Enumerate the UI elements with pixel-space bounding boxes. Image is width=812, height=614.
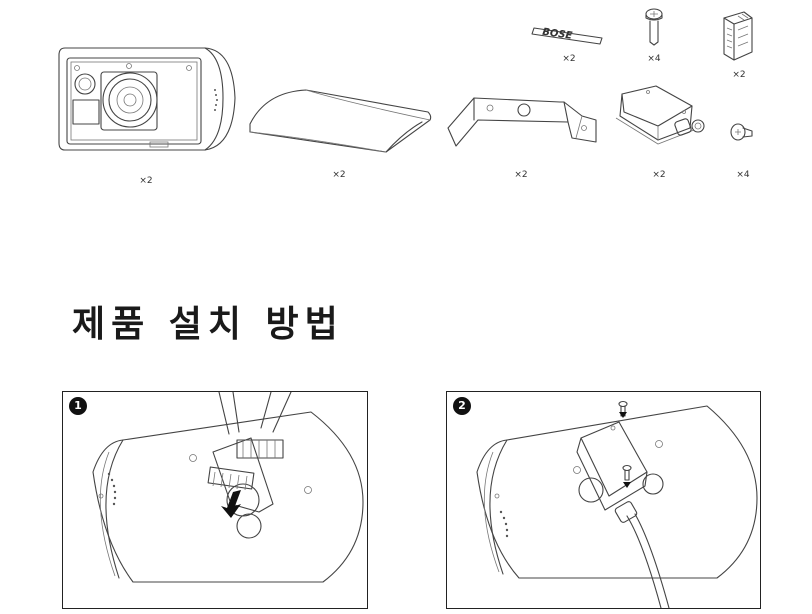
qty-speaker: ×2	[139, 176, 153, 186]
step-1-illustration	[92, 392, 364, 583]
qty-grille-cover: ×2	[332, 170, 346, 180]
step-1-panel: 1	[62, 391, 368, 609]
logo-text: BOSE	[542, 27, 574, 42]
step-2-badge: 2	[453, 397, 471, 415]
terminal-connector-illustration	[723, 11, 753, 61]
step-1-badge: 1	[69, 397, 87, 415]
cover-screw-illustration	[645, 8, 663, 46]
qty-logo-badge: ×2	[562, 54, 576, 64]
grille-cover-illustration	[249, 89, 432, 153]
qty-connector-cover: ×2	[652, 170, 666, 180]
connector-cover-illustration	[615, 85, 705, 145]
section-title: 제품 설치 방법	[72, 304, 344, 345]
qty-cover-screw: ×4	[647, 54, 661, 64]
speaker-illustration	[58, 47, 236, 151]
mounting-bracket-illustration	[447, 97, 597, 147]
step-2-illustration	[476, 400, 758, 608]
logo-badge-illustration: BOSE	[531, 27, 603, 45]
bracket-screw-illustration	[730, 123, 753, 141]
qty-mounting-bracket: ×2	[514, 170, 528, 180]
qty-bracket-screw: ×4	[736, 170, 750, 180]
step-2-panel: 2	[446, 391, 761, 609]
qty-terminal-connector: ×2	[732, 70, 746, 80]
